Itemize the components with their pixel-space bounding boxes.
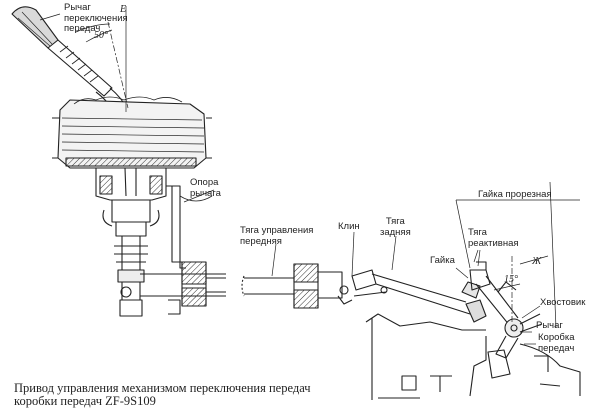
rear-rod-label: Тяга задняя	[380, 216, 411, 238]
gearbox-lever-assembly	[487, 281, 543, 379]
nut-label: Гайка	[430, 255, 455, 266]
gear-lever-label: Рычаг	[536, 320, 563, 331]
front-rod-label: Тяга управления передняя	[240, 225, 314, 247]
caption-line-2: коробки передач ZF-9S109	[14, 394, 156, 408]
reaction-rod	[461, 261, 519, 327]
rear-rod	[351, 269, 471, 315]
shift-lever-knob	[11, 6, 59, 49]
gearbox-housing	[365, 313, 581, 400]
front-rod-left	[140, 261, 226, 315]
wedge-label: Клин	[338, 221, 360, 232]
reaction-rod-label: Тяга реактивная	[468, 227, 519, 249]
gearbox-label: Коробка передач	[538, 332, 575, 354]
lever-support-label: Опора рычага	[190, 177, 221, 199]
dimension-lines	[39, 6, 580, 345]
caption-line-1: Привод управления механизмом переключени…	[14, 381, 311, 395]
front-rod-right	[241, 263, 353, 309]
figure-caption: Привод управления механизмом переключени…	[14, 382, 311, 408]
rubber-boot	[52, 96, 212, 169]
mark-zh-label: Ж	[531, 256, 542, 267]
lever-housing	[95, 168, 167, 317]
mark-e-label: E	[119, 4, 126, 15]
shift-lever-label: Рычаг переключения передач	[64, 2, 128, 34]
angle-50-label: 50°	[94, 30, 108, 41]
slotted-nut-label: Гайка прорезная	[478, 189, 552, 200]
angle-15-label: 15°	[504, 274, 518, 285]
shank-label: Хвостовик	[540, 297, 586, 308]
